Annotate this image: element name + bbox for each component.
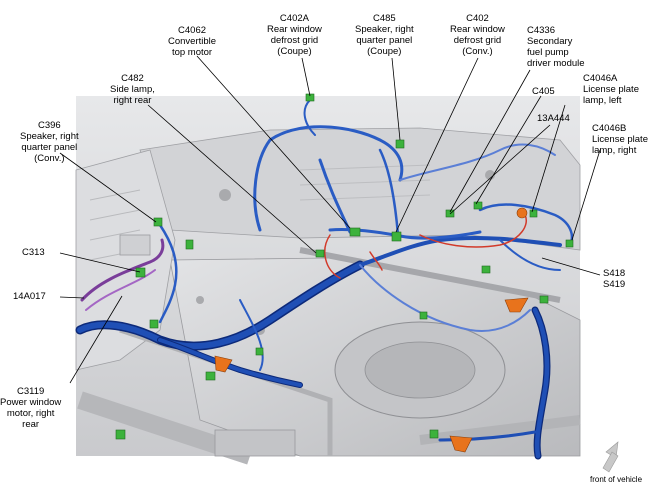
label-c4062: C4062 Convertible top motor xyxy=(168,25,217,58)
label-c485: C485 Speaker, right quarter panel (Coupe… xyxy=(355,13,414,57)
label-s418-s419: S418 S419 xyxy=(603,268,626,290)
label-13a444: 13A444 xyxy=(537,113,570,124)
label-c402: C402 Rear window defrost grid (Conv.) xyxy=(450,13,505,57)
label-c396: C396 Speaker, right quarter panel (Conv.… xyxy=(20,120,79,164)
front-arrow-icon xyxy=(602,441,619,473)
label-c482: C482 Side lamp, right rear xyxy=(110,73,155,106)
leader-lines xyxy=(59,55,601,384)
label-c4046b: C4046B License plate lamp, right xyxy=(592,123,648,156)
label-c405: C405 xyxy=(532,86,555,97)
clips xyxy=(214,207,529,453)
wiring-harness xyxy=(75,99,574,460)
label-c402a: C402A Rear window defrost grid (Coupe) xyxy=(267,13,322,57)
front-of-vehicle-label: front of vehicle xyxy=(590,475,643,484)
label-c4336: C4336 Secondary fuel pump driver module xyxy=(527,25,585,69)
body-panel xyxy=(75,96,581,465)
connectors xyxy=(115,93,574,440)
label-14a017: 14A017 xyxy=(13,291,46,302)
label-c3119: C3119 Power window motor, right rear xyxy=(0,386,62,430)
label-c313: C313 xyxy=(22,247,45,258)
label-c4046a: C4046A License plate lamp, left xyxy=(583,73,639,106)
